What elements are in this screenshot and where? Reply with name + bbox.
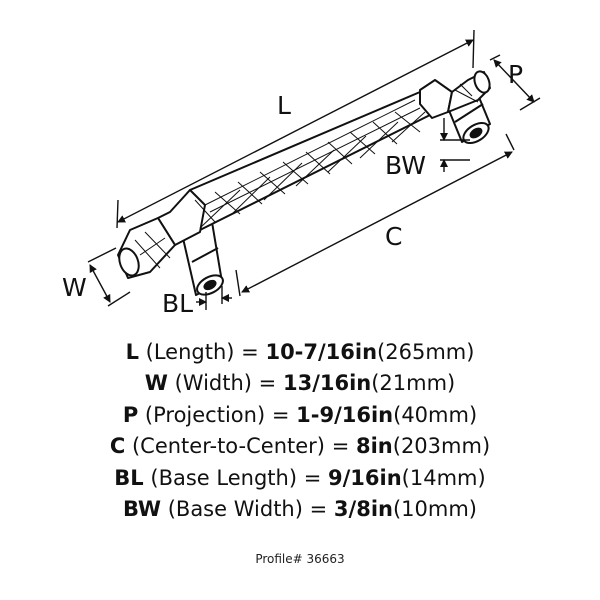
spec-imperial: 8in <box>355 434 393 459</box>
specifications-list: L (Length) = 10-7/16in(265mm) W (Width) … <box>0 337 600 525</box>
width-dimension-line <box>87 247 131 307</box>
spec-row-width: W (Width) = 13/16in(21mm) <box>0 368 600 399</box>
spec-abbr: P <box>122 402 139 427</box>
spec-imperial: 9/16in <box>328 465 402 490</box>
label-L: L <box>277 91 291 120</box>
spec-row-base-width: BW (Base Width) = 3/8in(10mm) <box>0 494 600 525</box>
spec-metric: (40mm) <box>393 402 478 427</box>
spec-abbr: BL <box>114 465 144 490</box>
spec-equals: = <box>309 497 328 522</box>
spec-metric: (21mm) <box>371 371 456 396</box>
label-P: P <box>508 60 523 89</box>
spec-imperial: 1-9/16in <box>296 402 394 427</box>
spec-name: (Length) <box>145 340 235 364</box>
handle-dimension-drawing: L P BW C W BL <box>62 29 541 318</box>
spec-row-base-length: BL (Base Length) = 9/16in(14mm) <box>0 463 600 494</box>
spec-imperial: 13/16in <box>282 371 372 396</box>
spec-abbr: BW <box>123 497 162 522</box>
spec-row-projection: P (Projection) = 1-9/16in(40mm) <box>0 400 600 431</box>
spec-name: (Projection) <box>144 402 266 427</box>
spec-metric: (203mm) <box>392 434 491 459</box>
spec-abbr: L <box>125 340 139 364</box>
spec-abbr: C <box>109 434 126 459</box>
spec-equals: = <box>271 402 290 427</box>
spec-equals: = <box>331 434 350 459</box>
spec-name: (Base Length) <box>150 465 298 490</box>
spec-imperial: 3/8in <box>333 497 393 522</box>
label-C: C <box>385 222 402 251</box>
spec-metric: (265mm) <box>377 340 475 364</box>
spec-equals: = <box>241 340 259 364</box>
cabinet-pull-illustration <box>117 70 491 296</box>
spec-imperial: 10-7/16in <box>265 340 378 364</box>
spec-abbr: W <box>144 371 168 396</box>
base-length-dimension-line <box>196 286 232 310</box>
label-BW: BW <box>385 151 426 180</box>
label-W: W <box>62 273 87 302</box>
spec-row-center-to-center: C (Center-to-Center) = 8in(203mm) <box>0 431 600 462</box>
spec-equals: = <box>258 371 277 396</box>
center-to-center-dimension-line <box>235 133 515 297</box>
spec-equals: = <box>303 465 322 490</box>
spec-name: (Base Width) <box>167 497 303 522</box>
profile-number: Profile# 36663 <box>255 552 345 566</box>
spec-row-length: L (Length) = 10-7/16in(265mm) <box>0 337 600 368</box>
spec-name: (Center-to-Center) <box>131 434 325 459</box>
label-BL: BL <box>162 289 193 318</box>
spec-metric: (10mm) <box>392 497 477 522</box>
length-dimension-line <box>116 29 475 229</box>
spec-name: (Width) <box>174 371 252 396</box>
spec-metric: (14mm) <box>401 465 486 490</box>
projection-dimension-line <box>489 54 541 111</box>
